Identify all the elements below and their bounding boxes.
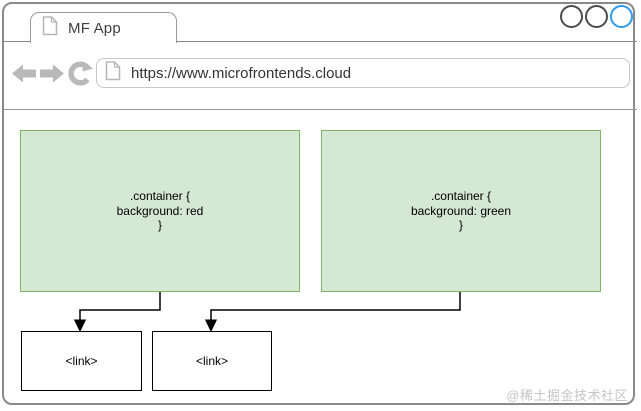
address-bar[interactable]: https://www.microfrontends.cloud	[96, 58, 630, 88]
document-icon	[42, 15, 58, 41]
back-arrow-icon	[12, 64, 36, 83]
window-controls	[560, 5, 633, 28]
link-node: <link>	[21, 331, 142, 391]
refresh-icon	[68, 61, 93, 86]
css-box-red: .container { background: red }	[20, 130, 300, 292]
link-node-label: <link>	[195, 354, 229, 368]
tabbar-divider	[4, 41, 637, 42]
window-circle-active-icon[interactable]	[610, 5, 633, 28]
link-node: <link>	[152, 331, 272, 391]
refresh-button[interactable]	[67, 60, 94, 92]
css-code-text: .container { background: red }	[116, 189, 204, 233]
back-button[interactable]	[11, 61, 37, 91]
toolbar-divider	[4, 109, 637, 110]
tab-title: MF App	[68, 19, 121, 37]
window-circle-icon[interactable]	[560, 5, 583, 28]
forward-button[interactable]	[39, 61, 65, 91]
link-node-label: <link>	[65, 354, 98, 368]
forward-arrow-icon	[40, 64, 64, 83]
document-icon	[105, 60, 121, 86]
browser-tab[interactable]: MF App	[30, 12, 177, 43]
css-box-green: .container { background: green }	[321, 130, 601, 292]
css-code-text: .container { background: green }	[410, 189, 512, 233]
window-circle-icon[interactable]	[585, 5, 608, 28]
url-text: https://www.microfrontends.cloud	[131, 64, 352, 82]
watermark-text: @稀土掘金技术社区	[506, 388, 628, 403]
